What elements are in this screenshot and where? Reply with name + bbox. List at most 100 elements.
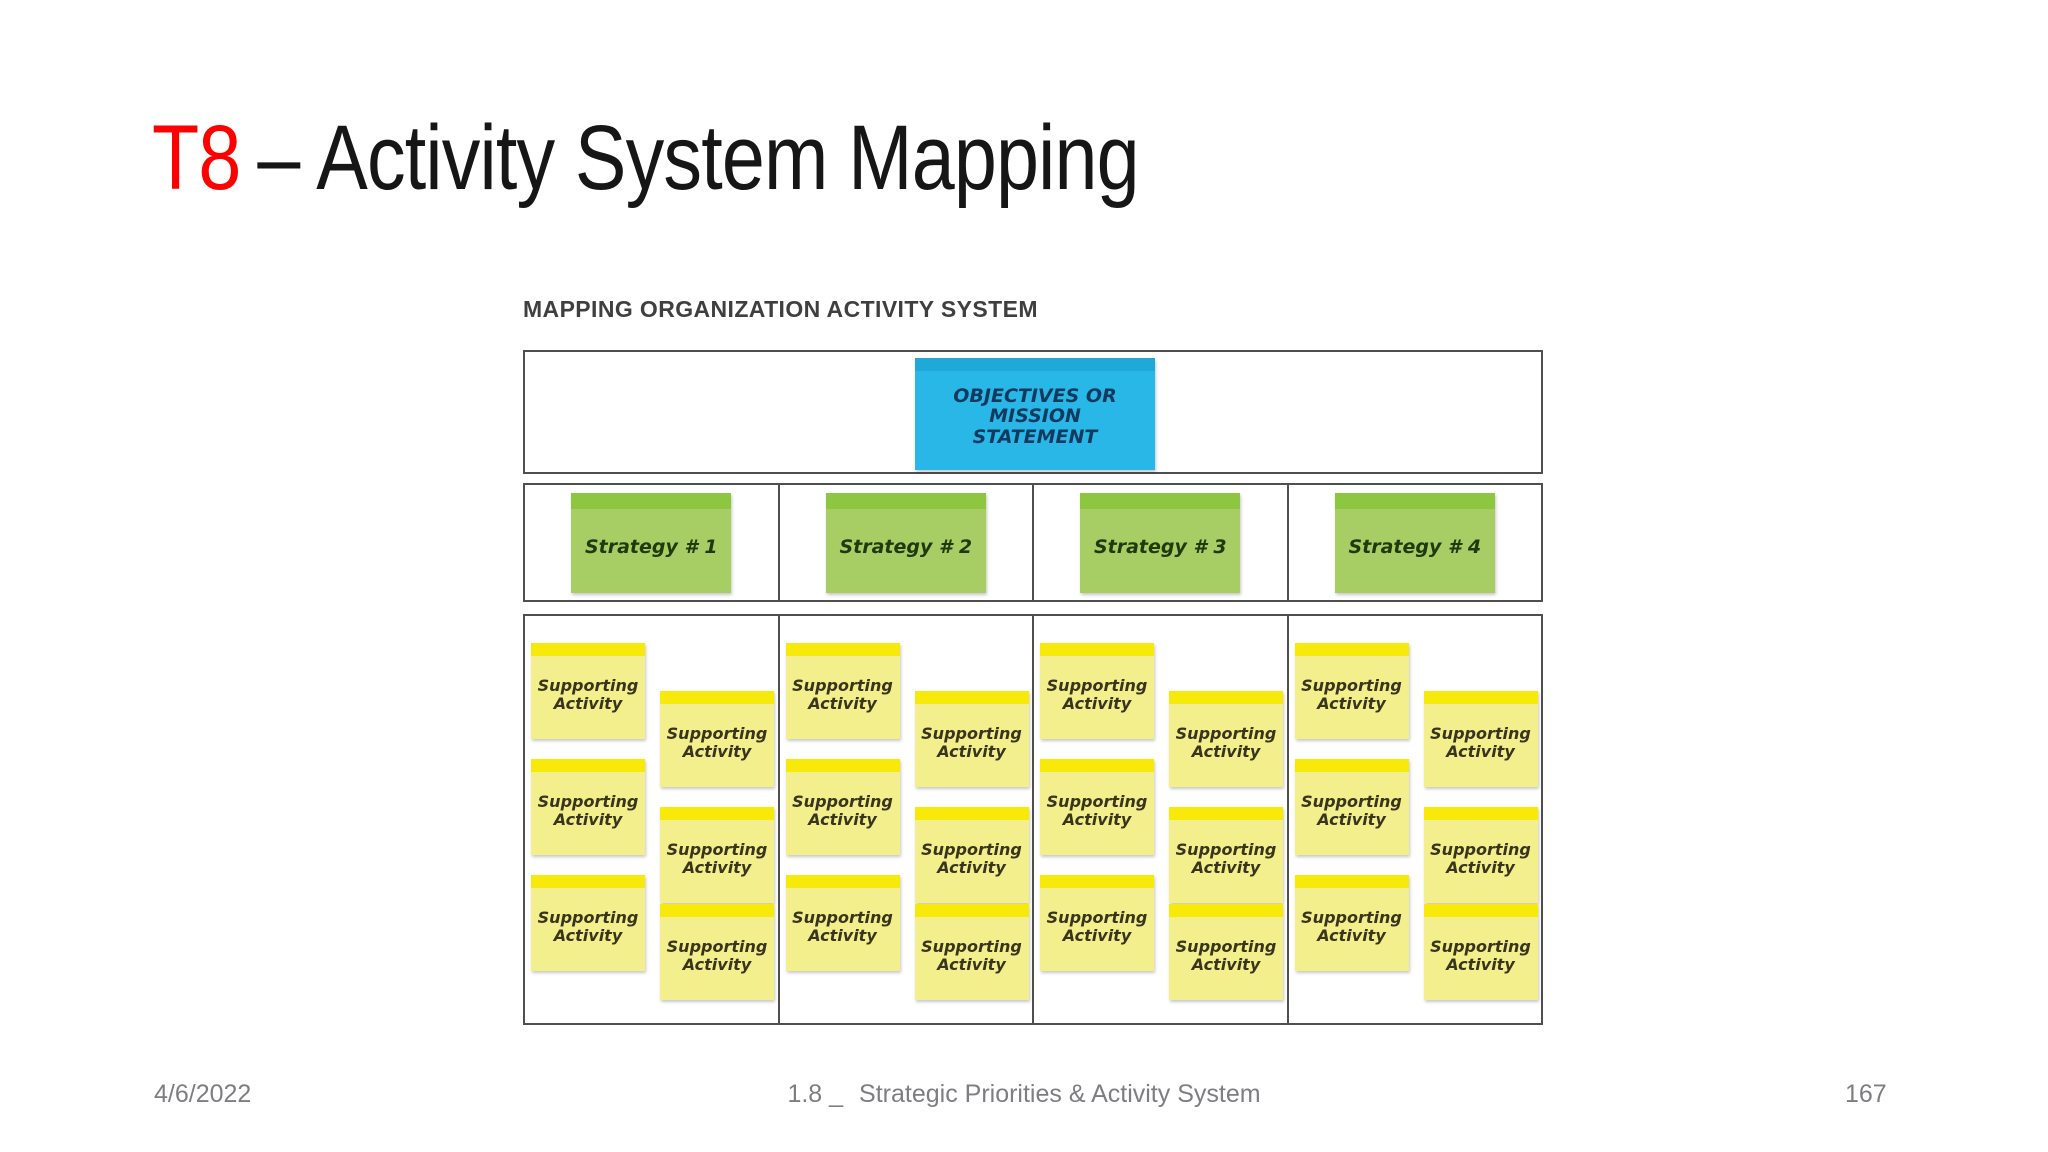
strategy-cell-1: Strategy # 1 xyxy=(525,485,780,600)
supporting-note-label: Supporting Activity xyxy=(1423,704,1538,787)
supporting-note-label: Supporting Activity xyxy=(531,772,645,855)
note-strip xyxy=(1423,807,1538,820)
note-strip xyxy=(914,904,1029,917)
supporting-note: Supporting Activity xyxy=(785,875,900,971)
supporting-note-label: Supporting Activity xyxy=(914,820,1029,903)
supporting-note: Supporting Activity xyxy=(531,643,645,739)
title-tag: T8 xyxy=(152,107,241,209)
note-strip xyxy=(785,875,900,888)
supporting-note: Supporting Activity xyxy=(914,691,1029,787)
strategy-cell-2: Strategy # 2 xyxy=(780,485,1034,600)
note-strip xyxy=(914,691,1029,704)
supporting-note-label: Supporting Activity xyxy=(660,820,774,903)
footer: 4/6/2022 1.8 _ Strategic Priorities & Act… xyxy=(0,1080,2048,1114)
supporting-note-label: Supporting Activity xyxy=(1040,888,1154,971)
supporting-note-label: Supporting Activity xyxy=(531,656,645,739)
supporting-note: Supporting Activity xyxy=(1169,691,1283,787)
note-strip xyxy=(1423,691,1538,704)
strategy-cell-4: Strategy # 4 xyxy=(1289,485,1542,600)
footer-section-number: 1.8 _ xyxy=(787,1080,844,1108)
supporting-note: Supporting Activity xyxy=(1423,691,1538,787)
note-strip xyxy=(660,904,774,917)
supporting-note: Supporting Activity xyxy=(1294,875,1409,971)
supporting-note-label: Supporting Activity xyxy=(914,704,1029,787)
footer-date: 4/6/2022 xyxy=(154,1080,252,1108)
strategy-cell-3: Strategy # 3 xyxy=(1034,485,1289,600)
note-strip xyxy=(1294,875,1409,888)
supporting-note: Supporting Activity xyxy=(1040,759,1154,855)
strategy-note-label: Strategy # 3 xyxy=(1080,508,1241,593)
note-strip xyxy=(531,643,645,656)
page-title: T8–Activity System Mapping xyxy=(152,107,1140,209)
supporting-note: Supporting Activity xyxy=(1169,807,1283,903)
supporting-note-label: Supporting Activity xyxy=(660,704,774,787)
strategy-row: Strategy # 1 Strategy # 2 Strategy # 3 Stra… xyxy=(523,483,1543,602)
supporting-note: Supporting Activity xyxy=(660,691,774,787)
supporting-note-label: Supporting Activity xyxy=(531,888,645,971)
note-strip xyxy=(660,807,774,820)
note-strip xyxy=(825,492,986,509)
strategy-note-4: Strategy # 4 xyxy=(1334,492,1495,593)
note-strip xyxy=(531,759,645,772)
supporting-note: Supporting Activity xyxy=(1040,643,1154,739)
note-strip xyxy=(571,492,732,509)
note-strip xyxy=(914,807,1029,820)
supporting-note: Supporting Activity xyxy=(531,759,645,855)
supporting-note: Supporting Activity xyxy=(1423,807,1538,903)
supporting-note: Supporting Activity xyxy=(914,807,1029,903)
strategy-note-2: Strategy # 2 xyxy=(825,492,986,593)
supporting-note: Supporting Activity xyxy=(1040,875,1154,971)
supporting-note-label: Supporting Activity xyxy=(1294,656,1409,739)
title-separator: – xyxy=(257,107,300,209)
note-strip xyxy=(785,759,900,772)
note-strip xyxy=(1040,643,1154,656)
note-strip xyxy=(1169,807,1283,820)
objectives-note-label: OBJECTIVES OR MISSION STATEMENT xyxy=(915,371,1155,470)
supporting-note: Supporting Activity xyxy=(1294,759,1409,855)
strategy-note-3: Strategy # 3 xyxy=(1080,492,1241,593)
objectives-note: OBJECTIVES OR MISSION STATEMENT xyxy=(915,358,1155,470)
note-strip xyxy=(1169,904,1283,917)
footer-section-title: Strategic Priorities & Activity System xyxy=(859,1080,1261,1108)
note-strip xyxy=(1294,643,1409,656)
supporting-note-label: Supporting Activity xyxy=(914,917,1029,1000)
strategy-note-label: Strategy # 4 xyxy=(1334,508,1495,593)
diagram-heading: MAPPING ORGANIZATION ACTIVITY SYSTEM xyxy=(523,296,1038,322)
note-strip xyxy=(1423,904,1538,917)
supporting-note-label: Supporting Activity xyxy=(1169,820,1283,903)
supporting-note-label: Supporting Activity xyxy=(1294,888,1409,971)
supporting-note-label: Supporting Activity xyxy=(785,888,900,971)
note-strip xyxy=(915,358,1155,371)
supporting-note: Supporting Activity xyxy=(660,904,774,1000)
footer-page-number: 167 xyxy=(1845,1080,1887,1108)
supporting-note-label: Supporting Activity xyxy=(785,656,900,739)
supporting-note: Supporting Activity xyxy=(660,807,774,903)
supporting-note: Supporting Activity xyxy=(785,759,900,855)
strategy-note-label: Strategy # 2 xyxy=(825,508,986,593)
supporting-note: Supporting Activity xyxy=(1294,643,1409,739)
note-strip xyxy=(1334,492,1495,509)
note-strip xyxy=(1294,759,1409,772)
supporting-note: Supporting Activity xyxy=(1423,904,1538,1000)
supporting-note-label: Supporting Activity xyxy=(660,917,774,1000)
note-strip xyxy=(1080,492,1241,509)
supporting-note-label: Supporting Activity xyxy=(1040,656,1154,739)
supporting-note: Supporting Activity xyxy=(785,643,900,739)
supporting-note-label: Supporting Activity xyxy=(785,772,900,855)
strategy-note-label: Strategy # 1 xyxy=(571,508,732,593)
title-text: Activity System Mapping xyxy=(316,107,1139,209)
footer-center: 1.8 _ Strategic Priorities & Activity Sys… xyxy=(0,1080,2048,1109)
strategy-note-1: Strategy # 1 xyxy=(571,492,732,593)
note-strip xyxy=(531,875,645,888)
supporting-note-label: Supporting Activity xyxy=(1169,917,1283,1000)
note-strip xyxy=(1040,759,1154,772)
supporting-note-label: Supporting Activity xyxy=(1040,772,1154,855)
supporting-note: Supporting Activity xyxy=(914,904,1029,1000)
note-strip xyxy=(785,643,900,656)
